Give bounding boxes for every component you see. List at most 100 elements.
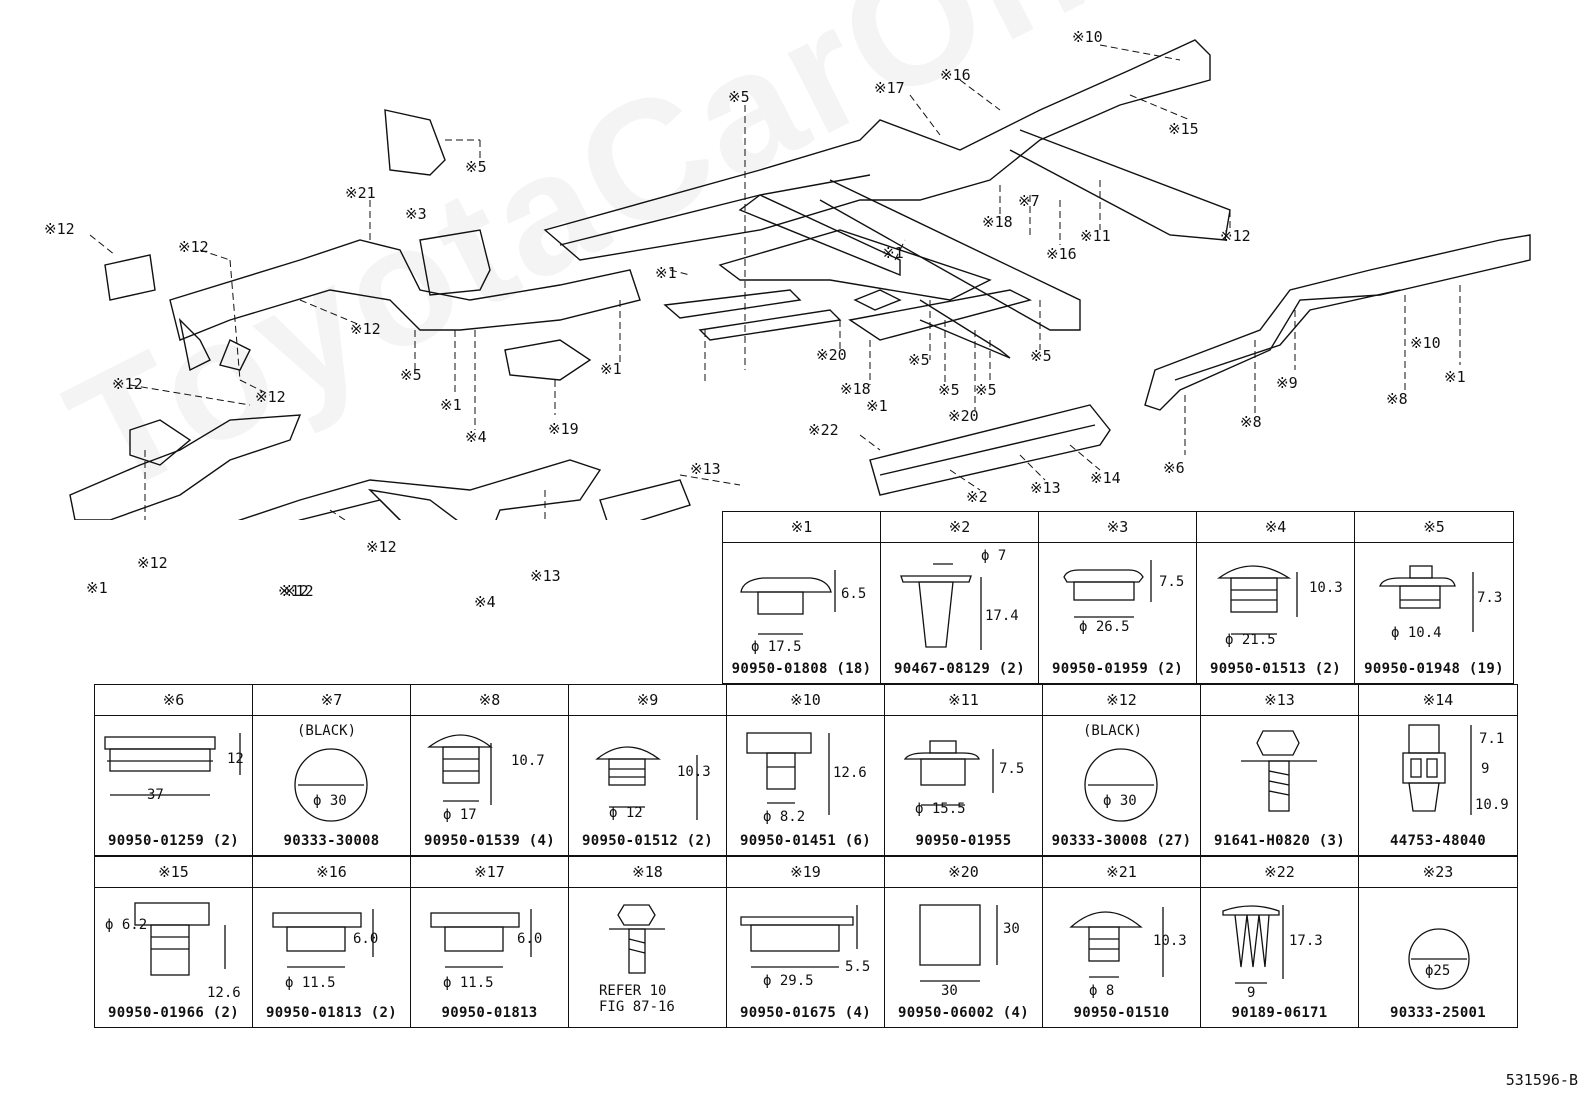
callout-label: ※12 [44, 220, 75, 238]
part-cell: ※7 (BLACK) ϕ 30 90333-30008 [252, 684, 411, 856]
part-number: 90950-01451 (6) [740, 833, 871, 849]
part-id: ※8 [411, 685, 568, 716]
dim-height: 12 [227, 751, 244, 767]
callout-label: ※1 [655, 264, 677, 282]
part-cell: ※11 7.5 ϕ 15.5 90950-01955 [884, 684, 1043, 856]
callout-label: ※15 [1168, 120, 1199, 138]
callout-label: ※5 [400, 366, 422, 384]
plug-icon [1408, 928, 1470, 990]
part-number: 90950-01510 [1073, 1005, 1170, 1021]
part-id: ※16 [253, 857, 410, 888]
dim-diameter: ϕ 8 [1089, 983, 1115, 999]
part-number: 44753-48040 [1389, 833, 1487, 849]
callout-label: ※3 [405, 205, 427, 223]
part-id: ※20 [885, 857, 1042, 888]
clip-icon [903, 740, 994, 806]
callout-label: ※22 [808, 421, 839, 439]
fastener-icon [1402, 724, 1472, 815]
clip-icon [134, 902, 226, 976]
part-id: ※5 [1355, 512, 1513, 543]
callout-label: ※12 [278, 582, 309, 600]
dim-diameter: ϕ 26.5 [1079, 619, 1130, 635]
callout-label: ※20 [948, 407, 979, 425]
parts-table-row3: ※15 ϕ 6.2 12.6 90950-01966 (2) ※16 6.0 ϕ… [94, 856, 1518, 1028]
dim-height: 30 [1003, 921, 1020, 937]
dim-height: 7.3 [1477, 590, 1503, 606]
part-cell: ※17 6.0 ϕ 11.5 90950-01813 [410, 856, 569, 1028]
callout-label: ※8 [1386, 390, 1408, 408]
callout-label: ※1 [866, 397, 888, 415]
clip-icon [740, 905, 858, 968]
part-cell: ※3 7.5 ϕ 26.5 90950-01959 (2) [1038, 511, 1197, 684]
dim-height: 6.5 [841, 586, 867, 602]
part-cell: ※23 ϕ25 90333-25001 [1358, 856, 1518, 1028]
dim-height: 17.3 [1289, 933, 1323, 949]
dim-height: 7.5 [1159, 574, 1185, 590]
dim-diameter: ϕ 30 [1103, 793, 1137, 809]
callout-label: ※20 [816, 346, 847, 364]
callout-label: ※12 [178, 238, 209, 256]
dim-height: 10.9 [1475, 797, 1509, 813]
clip-icon [900, 563, 982, 650]
callout-label: ※1 [1444, 368, 1466, 386]
part-id: ※11 [885, 685, 1042, 716]
part-id: ※10 [727, 685, 884, 716]
part-number: 90950-01955 [915, 833, 1012, 849]
dim-height: 12.6 [207, 985, 241, 1001]
part-cell: ※15 ϕ 6.2 12.6 90950-01966 (2) [94, 856, 253, 1028]
part-number: 90950-01539 (4) [424, 833, 555, 849]
callout-label: ※18 [840, 380, 871, 398]
clip-icon [746, 732, 830, 815]
dim-diameter: ϕ 17.5 [751, 639, 802, 655]
part-number: 90950-06002 (4) [898, 1005, 1029, 1021]
dim-diameter: ϕ 11.5 [443, 975, 494, 991]
callout-label: ※12 [366, 538, 397, 556]
plug-icon [294, 748, 368, 822]
part-cell: ※21 10.3 ϕ 8 90950-01510 [1042, 856, 1201, 1028]
part-number: 90189-06171 [1231, 1005, 1328, 1021]
part-number: 90950-01808 (18) [731, 661, 872, 677]
part-number: 90467-08129 (2) [894, 661, 1025, 677]
dim-diameter: ϕ 17 [443, 807, 477, 823]
part-number: 90950-01813 [441, 1005, 538, 1021]
part-id: ※21 [1043, 857, 1200, 888]
dim-height: 10.3 [677, 764, 711, 780]
part-number: 91641-H0820 (3) [1214, 833, 1345, 849]
callout-label: ※11 [1080, 227, 1111, 245]
parts-table-row1: ※1 6.5 ϕ 17.5 90950-01808 (18) ※2 ϕ 7 17… [722, 511, 1514, 684]
callout-label: ※12 [255, 388, 286, 406]
clip-icon [740, 570, 836, 635]
parts-table-row2: ※6 12 37 90950-01259 (2) ※7 (BLACK) ϕ 30… [94, 684, 1518, 856]
tape-icon [919, 904, 998, 982]
reference-code: 531596-B [1505, 1071, 1578, 1089]
callout-label: ※12 [283, 582, 314, 600]
dim-height: 7.1 [1479, 731, 1505, 747]
part-cell: ※4 10.3 ϕ 21.5 90950-01513 (2) [1196, 511, 1355, 684]
dim-diameter: ϕ 8.2 [763, 809, 806, 825]
callout-label: ※1 [882, 244, 904, 262]
dim-diameter: ϕ 11.5 [285, 975, 336, 991]
dim-diameter: ϕ25 [1425, 963, 1451, 979]
clip-icon [430, 909, 532, 968]
part-id: ※9 [569, 685, 726, 716]
part-cell: ※18 REFER 10 FIG 87-16 [568, 856, 727, 1028]
clip-icon [1379, 565, 1474, 632]
callout-label: ※14 [1090, 469, 1121, 487]
part-number: 90950-01259 (2) [108, 833, 239, 849]
clip-icon [1222, 905, 1284, 984]
dim-height: 6.0 [353, 931, 379, 947]
part-cell: ※1 6.5 ϕ 17.5 90950-01808 (18) [722, 511, 881, 684]
part-id: ※7 [253, 685, 410, 716]
clip-icon [1063, 560, 1152, 618]
part-number: 90333-25001 [1389, 1005, 1487, 1021]
callout-label: ※10 [1410, 334, 1441, 352]
dim-diameter: ϕ 7 [981, 548, 1007, 564]
dim-height: 10.3 [1153, 933, 1187, 949]
dim-diameter: ϕ 12 [609, 805, 643, 821]
part-number: 90950-01675 (4) [740, 1005, 871, 1021]
part-id: ※15 [95, 857, 252, 888]
part-cell: ※13 91641-H0820 (3) [1200, 684, 1359, 856]
callout-label: ※12 [350, 320, 381, 338]
clip-icon [1069, 907, 1164, 978]
part-cell: ※5 7.3 ϕ 10.4 90950-01948 (19) [1354, 511, 1514, 684]
